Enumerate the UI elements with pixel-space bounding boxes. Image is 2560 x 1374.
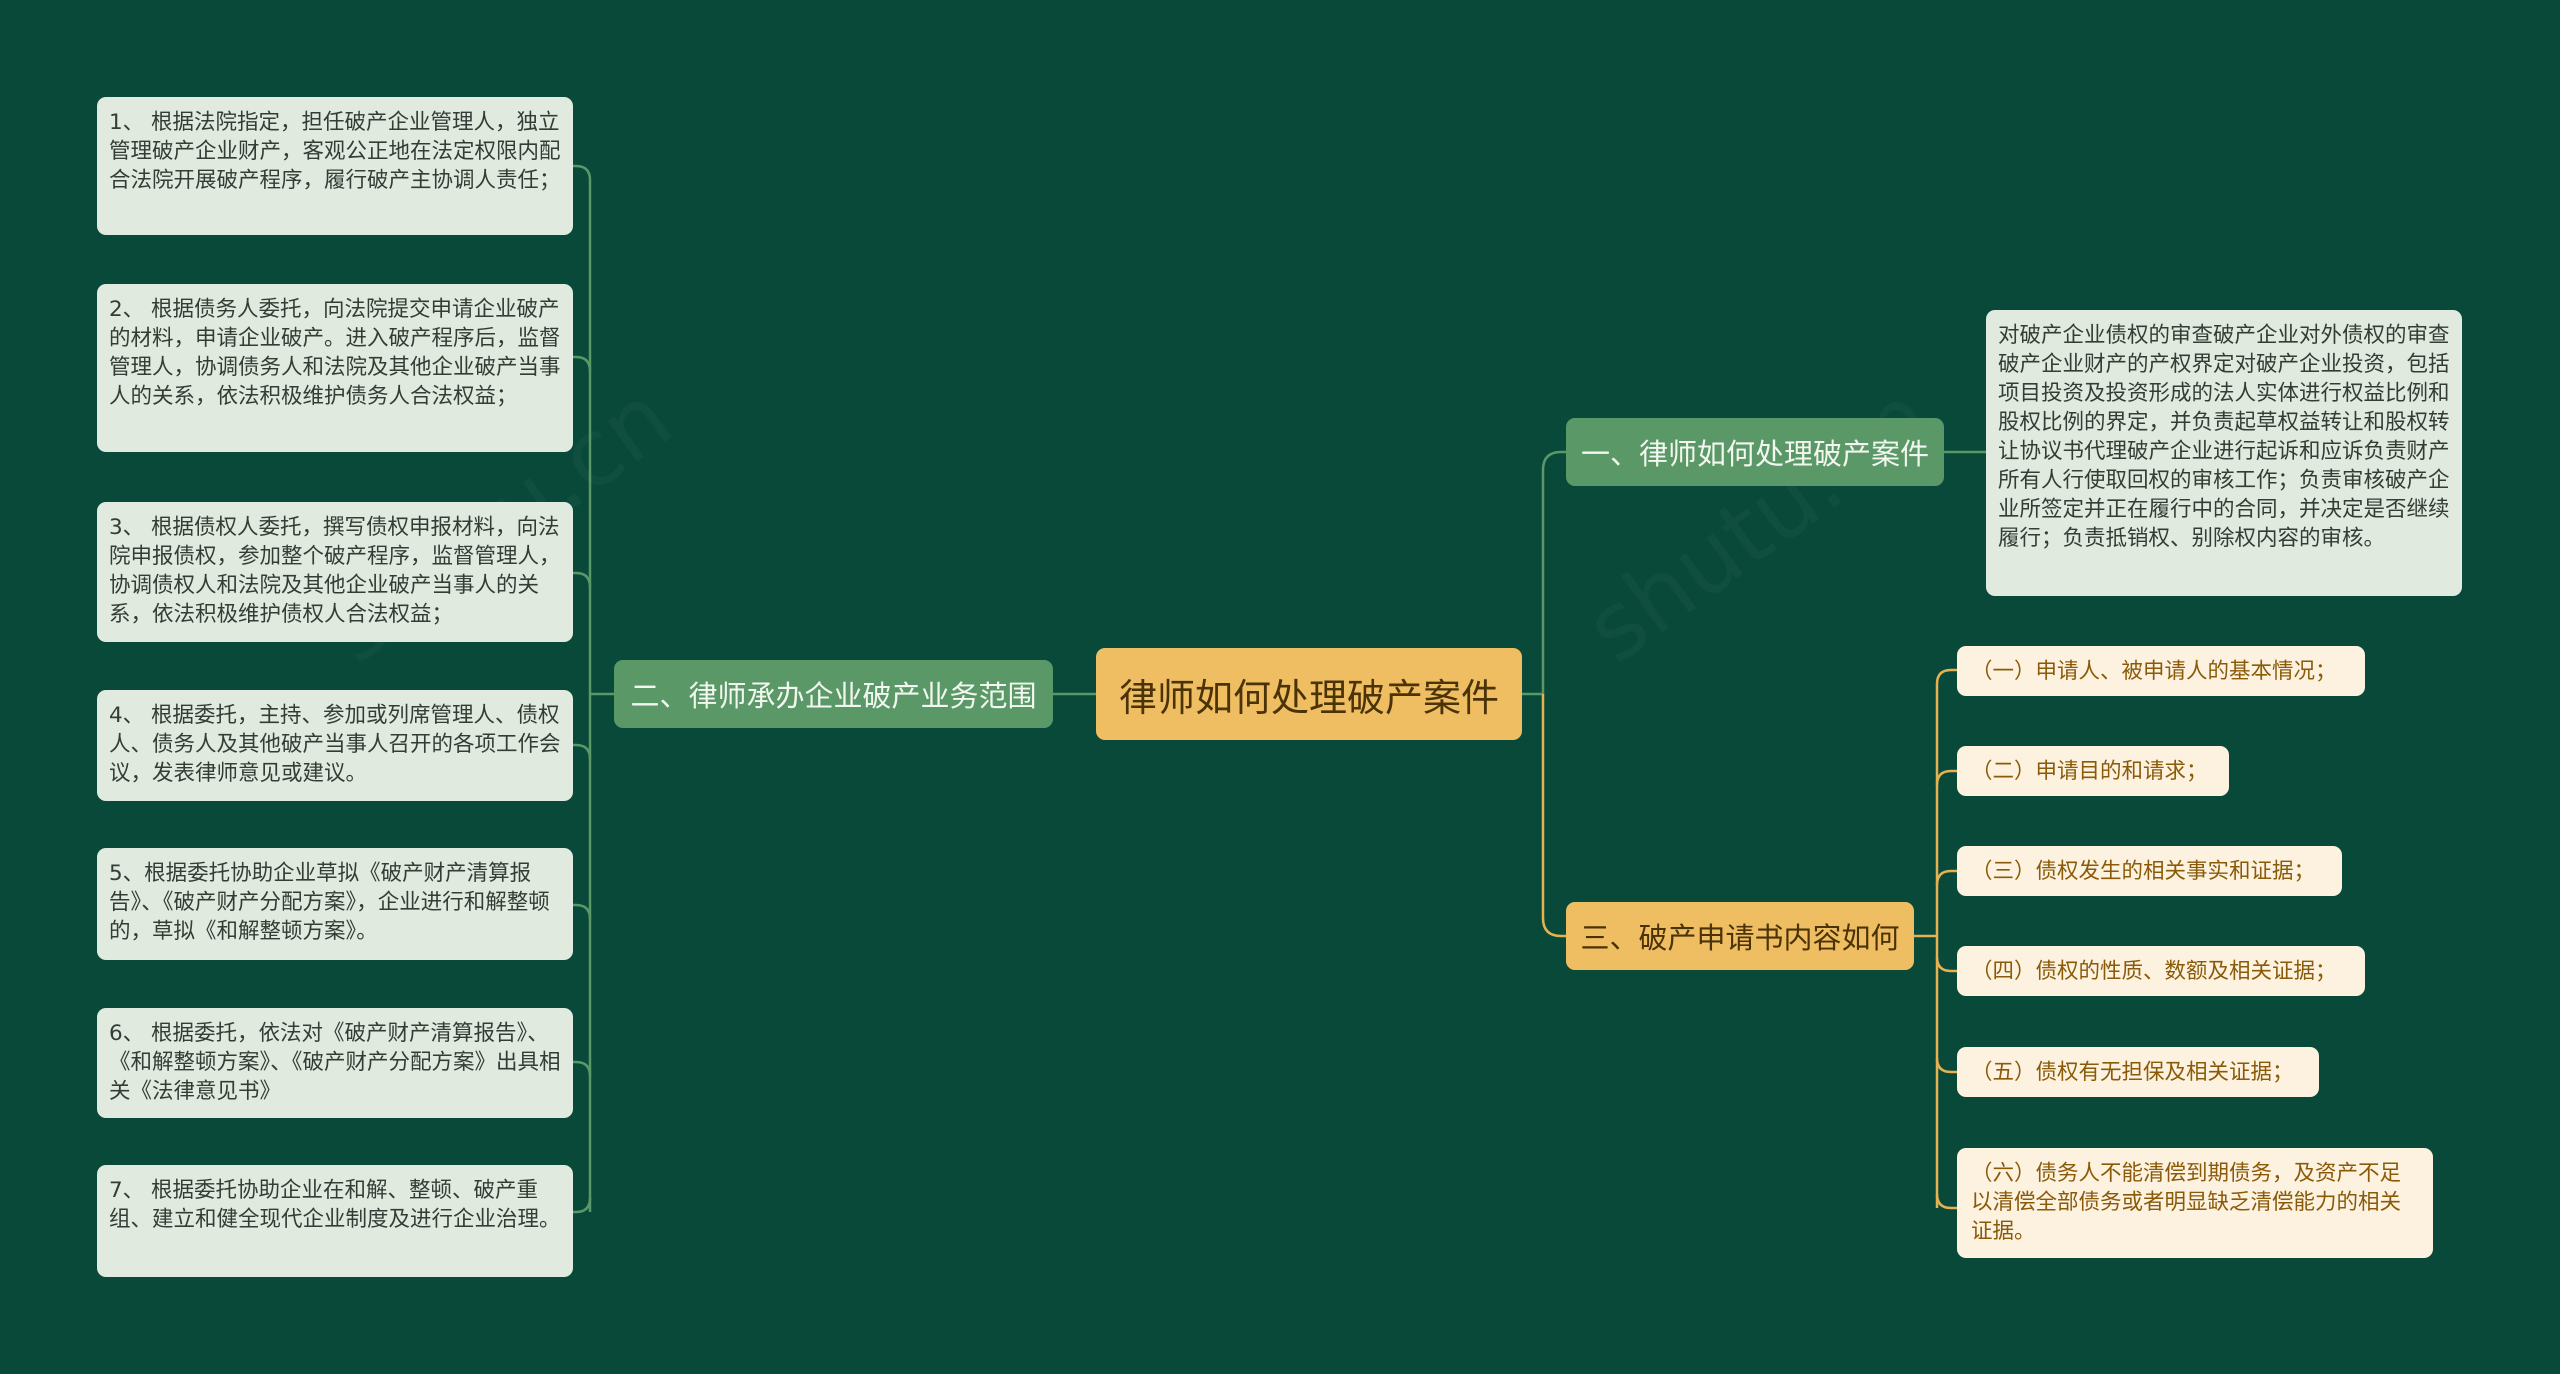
link-b3-leaf-2 xyxy=(1935,769,1957,786)
branch-application-content[interactable]: 三、破产申请书内容如何 xyxy=(1566,902,1914,970)
link-b3-trunk xyxy=(1914,684,1939,1208)
leaf-application-3[interactable]: （三）债权发生的相关事实和证据； xyxy=(1957,846,2342,896)
link-b2-leaf-4 xyxy=(573,743,592,760)
link-b2-trunk xyxy=(588,180,614,1212)
link-b3-leaf-4 xyxy=(1935,956,1957,973)
leaf-scope-7[interactable]: 7、 根据委托协助企业在和解、整顿、破产重组、建立和健全现代企业制度及进行企业治… xyxy=(97,1165,573,1277)
link-b3-leaf-5 xyxy=(1935,1057,1957,1074)
leaf-scope-1[interactable]: 1、 根据法院指定，担任破产企业管理人，独立管理破产企业财产，客观公正地在法定权… xyxy=(97,97,573,235)
link-b3-leaf-3 xyxy=(1935,869,1957,886)
leaf-scope-4[interactable]: 4、 根据委托，主持、参加或列席管理人、债权人、债务人及其他破产当事人召开的各项… xyxy=(97,690,573,801)
leaf-application-2[interactable]: （二）申请目的和请求； xyxy=(1957,746,2229,796)
link-b3-leaf-6 xyxy=(1935,1193,1957,1210)
leaf-scope-3[interactable]: 3、 根据债权人委托，撰写债权申报材料，向法院申报债权，参加整个破产程序，监督管… xyxy=(97,502,573,642)
root-topic[interactable]: 律师如何处理破产案件 xyxy=(1096,648,1522,740)
link-b2-leaf-3 xyxy=(573,571,592,588)
link-b2-leaf-7 xyxy=(573,1197,592,1214)
link-root-b3 xyxy=(1541,694,1566,938)
leaf-scope-6[interactable]: 6、 根据委托，依法对《破产财产清算报告》、《和解整顿方案》、《破产财产分配方案… xyxy=(97,1008,573,1118)
link-b2-leaf-2 xyxy=(573,355,592,372)
link-b2-leaf-6 xyxy=(573,1060,592,1077)
link-root-b1 xyxy=(1541,450,1566,694)
leaf-application-6[interactable]: （六）债务人不能清偿到期债务，及资产不足以清偿全部债务或者明显缺乏清偿能力的相关… xyxy=(1957,1148,2433,1258)
branch-lawyer-bankruptcy-scope[interactable]: 二、律师承办企业破产业务范围 xyxy=(614,660,1053,728)
link-b2-leaf-5 xyxy=(573,903,592,920)
leaf-handling-details[interactable]: 对破产企业债权的审查破产企业对外债权的审查破产企业财产的产权界定对破产企业投资，… xyxy=(1986,310,2462,596)
leaf-application-5[interactable]: （五）债权有无担保及相关证据； xyxy=(1957,1047,2319,1097)
link-b2-leaf-1 xyxy=(573,164,592,181)
branch-how-lawyers-handle[interactable]: 一、律师如何处理破产案件 xyxy=(1566,418,1944,486)
leaf-application-4[interactable]: （四）债权的性质、数额及相关证据； xyxy=(1957,946,2365,996)
leaf-application-1[interactable]: （一）申请人、被申请人的基本情况； xyxy=(1957,646,2365,696)
leaf-scope-2[interactable]: 2、 根据债务人委托，向法院提交申请企业破产的材料，申请企业破产。进入破产程序后… xyxy=(97,284,573,452)
leaf-scope-5[interactable]: 5、根据委托协助企业草拟《破产财产清算报告》、《破产财产分配方案》，企业进行和解… xyxy=(97,848,573,960)
link-b3-leaf-1 xyxy=(1935,668,1957,685)
